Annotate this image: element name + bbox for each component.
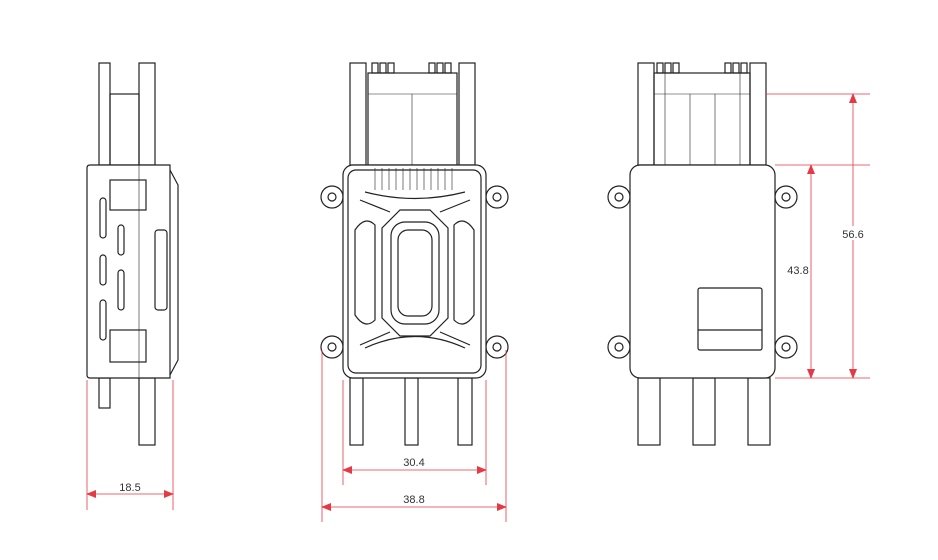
dim-total-height: 56.6 — [766, 93, 870, 379]
dim-label-inner-width: 30.4 — [403, 457, 424, 469]
dim-label-thickness: 18.5 — [119, 482, 140, 494]
dim-inner-width: 30.4 — [342, 380, 487, 485]
dim-thickness: 18.5 — [86, 380, 174, 510]
back-view — [607, 62, 798, 446]
dim-label-outer-width: 38.8 — [403, 494, 424, 506]
side-view — [86, 62, 179, 446]
front-view — [320, 62, 509, 446]
dim-outer-width: 38.8 — [321, 350, 507, 522]
dim-body-height: 43.8 — [775, 164, 870, 379]
dim-label-body-height: 43.8 — [787, 265, 808, 277]
dim-label-total-height: 56.6 — [842, 229, 863, 241]
